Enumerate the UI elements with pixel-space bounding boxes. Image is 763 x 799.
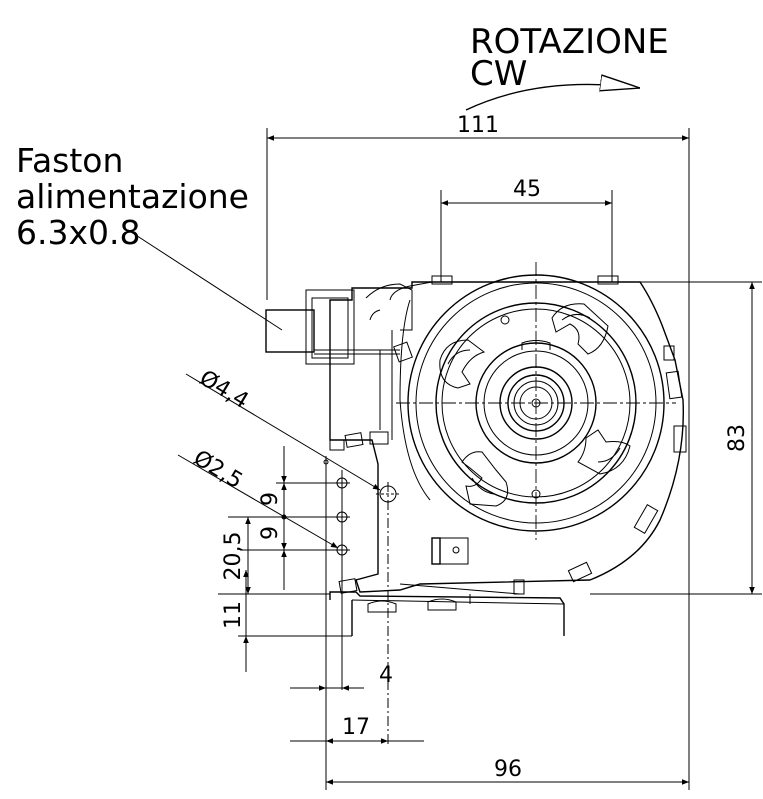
dim-2-5-label: Ø2,5 [189,446,247,494]
dim-96-label: 96 [494,757,522,782]
dim-111-label: 111 [457,113,499,138]
latch-top-right [551,303,609,355]
rotation-arrow [465,84,640,111]
outlet-flange-right [597,275,619,285]
hole-large [376,482,400,745]
dim-45: 45 [440,177,613,282]
latch-bottom-left [461,451,509,507]
mounting-holes [323,456,400,790]
faston-label-1: Faston [16,141,123,180]
rotation-note: ROTAZIONE CW [465,22,669,111]
dim-83: 83 [590,281,762,595]
terminal-block [431,537,469,565]
dim-20-5-label: 20,5 [221,532,246,581]
dim-96: 96 [326,757,689,785]
dim-11-label: 11 [221,601,246,629]
dim-9b-label: 9 [258,526,283,540]
faston-label-2: alimentazione [16,177,249,216]
housing-outline [329,281,684,593]
hole-small-3 [334,544,350,556]
dim-17: 17 [290,715,424,744]
rotation-direction: CW [470,54,527,94]
latch-top-left [439,339,486,389]
faston-leader [127,229,283,331]
hole-small-1 [334,475,350,491]
dim-4-label: 4 [379,663,393,688]
blower-body [329,274,687,593]
scroll-clips [567,345,687,583]
faston-note: Faston alimentazione 6.3x0.8 [16,141,283,331]
dim-45-label: 45 [513,177,541,202]
latch-bottom-right [577,429,631,475]
hole-small-2 [334,511,350,523]
outlet-flange-left [431,275,453,285]
dim-9a-label: 9 [258,492,283,506]
faston-label-3: 6.3x0.8 [16,213,141,252]
dim-4-4-label: Ø4,4 [195,366,253,414]
center-lines [396,262,676,540]
rotation-label: ROTAZIONE [470,22,669,62]
dim-17-label: 17 [342,715,370,740]
dim-20-5: 20,5 [218,516,330,595]
dim-83-label: 83 [725,424,750,452]
dim-4: 4 [290,663,393,691]
mounting-bracket [329,578,565,636]
faston-connector [265,283,413,451]
dim-111: 111 [266,113,690,790]
dim-pitch: 9 9 [240,446,334,590]
dim-11: 11 [221,570,352,672]
faston-terminal [265,309,315,353]
